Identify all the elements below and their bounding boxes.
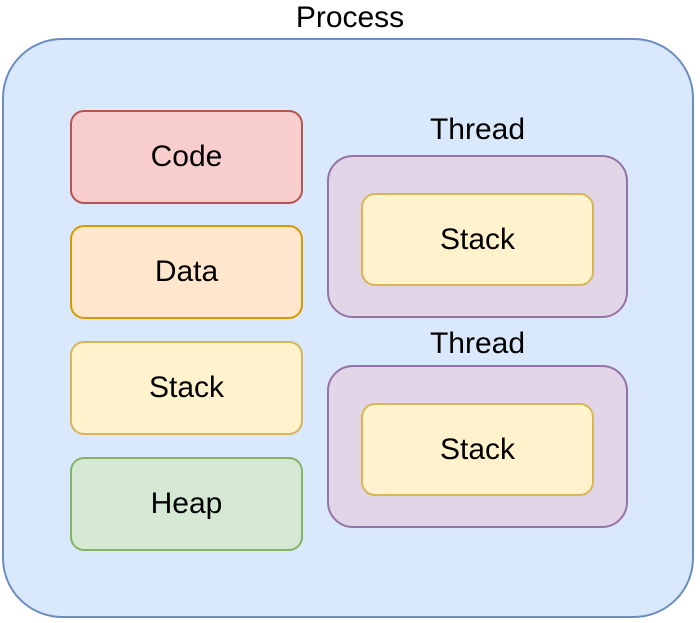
data-block: Data xyxy=(70,225,303,319)
code-block: Code xyxy=(70,110,303,204)
thread-2-stack-block: Stack xyxy=(361,403,594,496)
thread-2-label: Thread xyxy=(429,327,526,360)
heap-block: Heap xyxy=(70,457,303,551)
thread-1-label: Thread xyxy=(429,113,526,146)
thread-1-container: Stack xyxy=(327,155,628,318)
thread-2-container: Stack xyxy=(327,365,628,528)
thread-1-stack-block: Stack xyxy=(361,193,594,286)
stack-block: Stack xyxy=(70,341,303,435)
process-title: Process xyxy=(295,1,405,34)
